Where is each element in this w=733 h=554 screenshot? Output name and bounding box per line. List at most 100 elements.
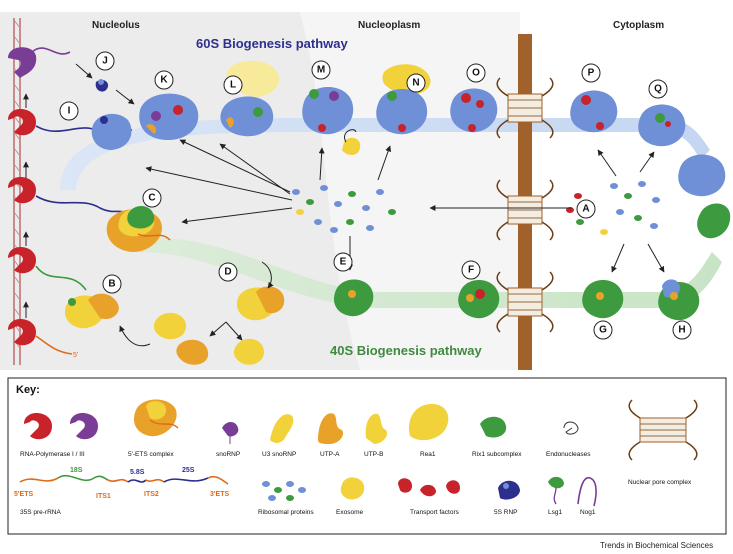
key-its1: ITS1 xyxy=(96,493,111,500)
nascent-rrna-4 xyxy=(35,335,73,355)
key-npc-icon xyxy=(628,399,698,461)
step-c-circle xyxy=(142,188,162,208)
step-e-circle xyxy=(333,252,353,272)
pathway-40s-title: 40S Biogenesis pathway xyxy=(330,343,482,358)
step-m-label: M xyxy=(317,65,325,76)
key-18s: 18S xyxy=(70,467,83,474)
key-rna-pol-iii-icon xyxy=(70,412,98,440)
key-rna-pol-i-icon xyxy=(24,412,52,440)
key-exosome-icon xyxy=(340,477,365,500)
step-l-circle xyxy=(223,75,243,95)
key-utpa-label: UTP-A xyxy=(320,451,340,458)
step-a-label: A xyxy=(582,204,589,215)
particle-d-complex xyxy=(236,286,285,321)
particle-p xyxy=(570,90,618,133)
step-k-circle xyxy=(154,70,174,90)
key-rix1-icon xyxy=(480,416,507,438)
nuclear-pore-3 xyxy=(496,271,554,333)
key-5-8s: 5.8S xyxy=(130,469,145,476)
rna-polymerase-i-1 xyxy=(8,108,36,136)
key-rp-label: Ribosomal proteins xyxy=(258,509,314,516)
key-utpb-label: UTP-B xyxy=(364,451,384,458)
key-rea1-label: Rea1 xyxy=(420,451,436,458)
step-n-label: N xyxy=(412,78,419,89)
key-title: Key: xyxy=(16,384,40,396)
flow-arrows xyxy=(23,63,665,347)
particle-i xyxy=(91,113,132,150)
step-d-label: D xyxy=(224,267,231,278)
mature-40s-particle xyxy=(697,203,731,239)
key-box xyxy=(7,377,727,535)
step-a-circle xyxy=(576,199,596,219)
mature-60s-particle xyxy=(678,154,726,197)
key-5ets: 5'ETS xyxy=(14,491,34,498)
step-m-circle xyxy=(311,60,331,80)
key-lsg1-label: Lsg1 xyxy=(548,509,562,516)
step-p-circle xyxy=(581,63,601,83)
key-pre-rrna-icon xyxy=(19,474,229,485)
key-utpb-icon xyxy=(365,413,388,444)
particle-m xyxy=(302,87,354,135)
particle-n xyxy=(376,64,431,135)
key-ets-complex-icon xyxy=(133,399,179,437)
key-exosome-label: Exosome xyxy=(336,509,363,516)
particle-q xyxy=(638,104,686,147)
step-q-label: Q xyxy=(654,84,662,95)
journal-footer: Trends in Biochemical Sciences xyxy=(600,541,713,550)
key-transport-icon xyxy=(398,478,460,497)
step-b-circle xyxy=(102,274,122,294)
key-its2: ITS2 xyxy=(144,491,159,498)
key-u3-icon xyxy=(270,414,294,443)
particle-k xyxy=(139,93,199,140)
particle-c xyxy=(106,205,171,252)
key-rix1-label: Rix1 subcomplex xyxy=(472,451,522,458)
free-u3 xyxy=(233,338,264,365)
step-f-circle xyxy=(461,260,481,280)
step-j-label: J xyxy=(102,56,108,67)
key-5s-rnp-icon xyxy=(498,480,520,500)
nascent-rrna-2 xyxy=(35,195,125,213)
particle-f xyxy=(458,280,500,319)
step-i-label: I xyxy=(68,106,71,117)
step-g-circle xyxy=(593,320,613,340)
step-o-label: O xyxy=(472,68,480,79)
key-5s-rnp-label: 5S RNP xyxy=(494,509,517,516)
particle-o xyxy=(450,88,498,133)
rna-polymerase-i-3 xyxy=(8,246,36,274)
key-pre-rrna-label: 35S pre-rRNA xyxy=(20,509,61,516)
rna-polymerase-i-2 xyxy=(8,176,36,204)
nuclear-pore-2 xyxy=(496,179,554,241)
nucleolus-title: Nucleolus xyxy=(92,20,140,31)
pathway-60s-title: 60S Biogenesis pathway xyxy=(196,36,348,51)
step-i-circle xyxy=(59,101,79,121)
free-utp-b xyxy=(153,312,186,340)
step-k-label: K xyxy=(160,75,168,86)
cytoplasm-title: Cytoplasm xyxy=(613,20,664,31)
step-f-label: F xyxy=(468,265,474,276)
particle-g xyxy=(582,280,624,319)
key-ets-complex-label: 5'-ETS complex xyxy=(128,451,174,458)
step-p-label: P xyxy=(588,68,595,79)
particle-e xyxy=(333,279,374,317)
key-25s: 25S xyxy=(182,467,195,474)
step-n-circle xyxy=(406,73,426,93)
key-nog1-label: Nog1 xyxy=(580,509,596,516)
key-transport-label: Transport factors xyxy=(410,509,460,516)
key-endo-icon xyxy=(563,421,579,435)
free-utp-a xyxy=(176,339,209,365)
key-npc-label: Nuclear pore complex xyxy=(628,479,692,486)
five-prime-label: 5' xyxy=(73,352,78,359)
step-h-label: H xyxy=(678,325,685,336)
particle-j xyxy=(95,79,109,92)
step-o-circle xyxy=(466,63,486,83)
key-3ets: 3'ETS xyxy=(210,491,230,498)
step-b-label: B xyxy=(108,279,115,290)
key-rna-pol-label: RNA-Polymerase I / III xyxy=(20,451,85,458)
key-u3-label: U3 snoRNP xyxy=(262,451,296,458)
step-g-label: G xyxy=(599,325,607,336)
step-c-label: C xyxy=(148,193,155,204)
key-rp-icon xyxy=(262,481,306,501)
key-snorna-icon xyxy=(222,422,239,444)
nuclear-pore-1 xyxy=(496,77,554,139)
